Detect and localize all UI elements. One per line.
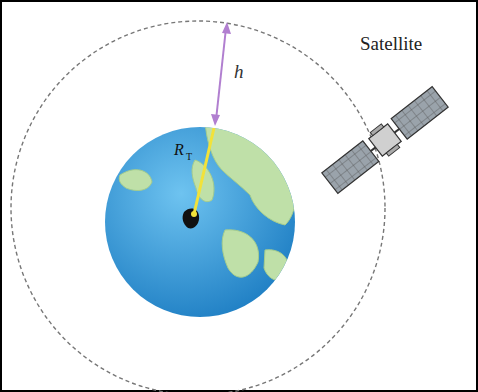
dimension-label: h [234,62,244,81]
centre-dot [191,211,197,217]
radius-line [194,128,214,214]
radius-subscript: T [186,152,192,162]
orbit-path [11,21,385,392]
satellite [321,85,450,195]
radius-symbol: R [174,142,184,158]
part-name: Satellite [360,34,422,53]
earth [105,120,296,317]
height-arrow [211,22,231,126]
